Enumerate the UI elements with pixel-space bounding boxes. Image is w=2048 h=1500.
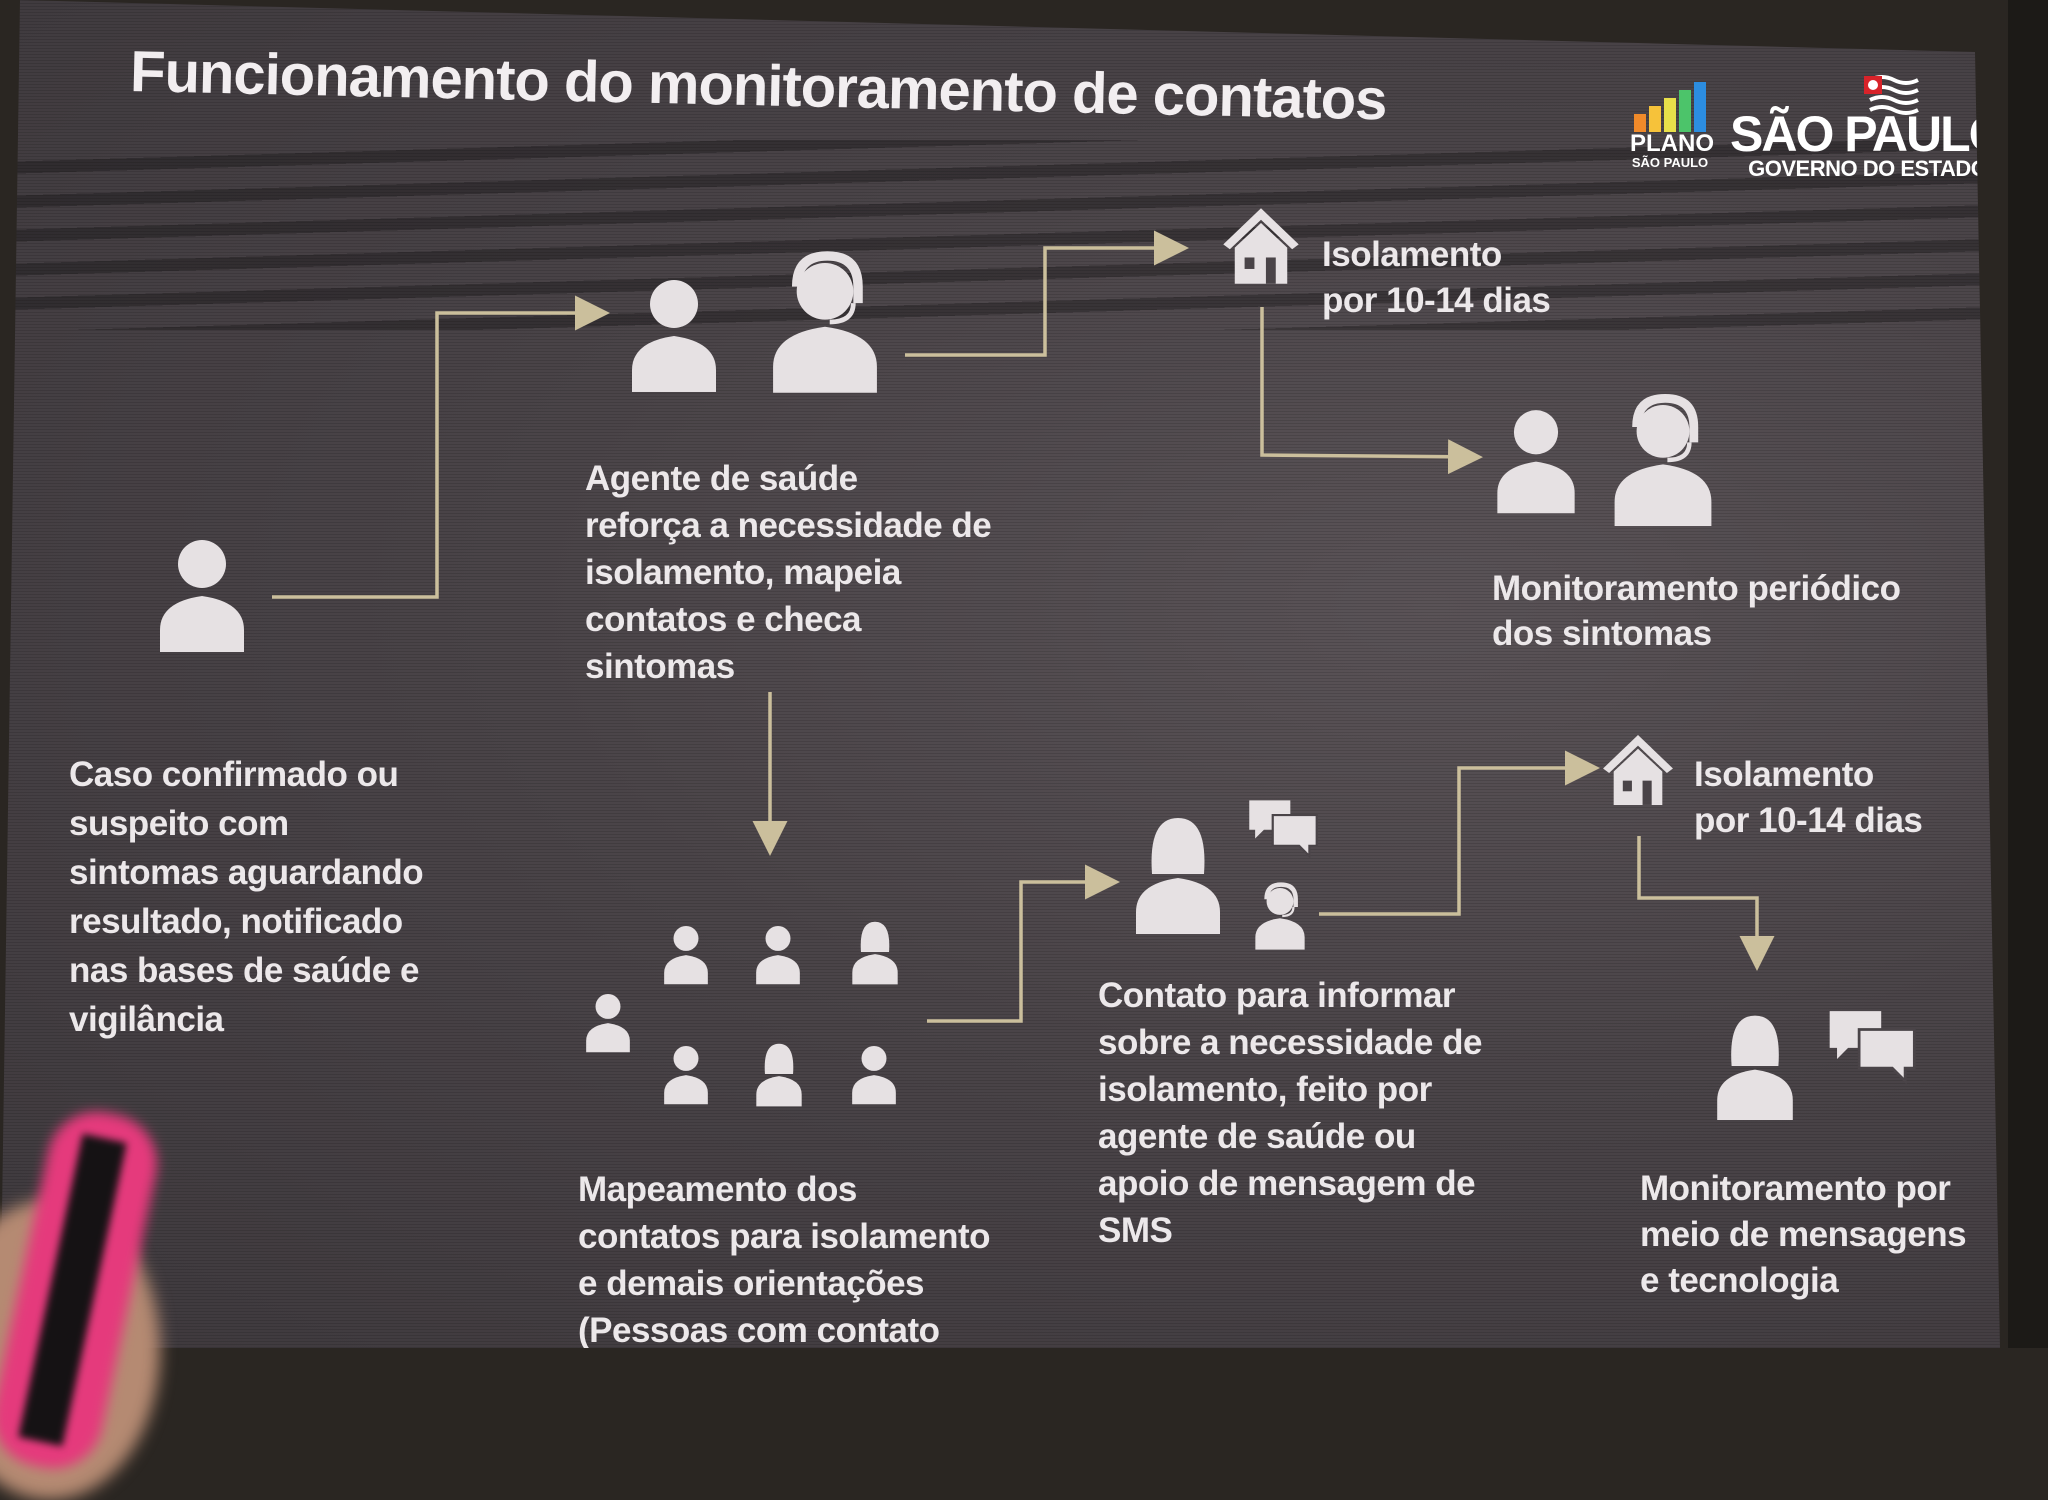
arrow-isolation-to-messages — [1637, 836, 1775, 971]
text-line: contatos para isolamento — [578, 1217, 990, 1256]
text-line: e tecnologia — [1640, 1261, 1839, 1300]
plano-bars-icon — [1630, 82, 1710, 132]
house-icon — [1223, 208, 1299, 284]
text-line: resultado, notificado — [69, 902, 403, 941]
plano-logo-text: PLANO — [1630, 130, 1714, 157]
arrow-mapping-to-contact — [927, 864, 1120, 1023]
step-monitoring2-text: Monitoramento por meio de mensagens e tecn… — [1640, 1166, 1967, 1304]
contact-person-icon — [664, 1045, 708, 1105]
text-line: Mapeamento dos — [578, 1170, 857, 1209]
text-line: reforça a necessidade de — [585, 506, 992, 545]
step-agent-text: Agente de saúde reforça a necessidade de i… — [585, 455, 992, 690]
step-contact-text: Contato para informar sobre a necessidade… — [1098, 972, 1482, 1254]
step-isolation1-text: Isolamento por 10-14 dias — [1322, 232, 1551, 324]
text-line: sobre a necessidade de — [1098, 1023, 1482, 1062]
text-line: Isolamento — [1322, 235, 1502, 274]
contact-person-icon — [664, 925, 708, 985]
text-line: vigilância — [69, 1000, 224, 1039]
house-icon — [1603, 735, 1673, 805]
headset-agent-icon — [1254, 881, 1306, 951]
contact-woman-icon — [852, 921, 898, 985]
text-line: sintomas — [585, 647, 735, 686]
text-line: Isolamento — [1694, 755, 1874, 794]
step-mapping-text: Mapeamento dos contatos para isolamento e … — [578, 1166, 990, 1350]
headset-agent-icon — [1615, 394, 1712, 526]
arrow-agent-to-isolation — [905, 230, 1189, 357]
contact-person-icon — [756, 925, 800, 985]
contact-person-icon — [852, 1045, 896, 1105]
text-line: sintomas aguardando — [69, 853, 424, 892]
arrow-case-to-agent — [272, 295, 610, 599]
text-line: Caso confirmado ou — [69, 755, 399, 794]
text-line: suspeito com — [69, 804, 289, 843]
plano-bar — [1634, 114, 1646, 132]
text-line: Contato para informar — [1098, 976, 1456, 1015]
governo-sao-paulo-logo: SÃO PAULO GOVERNO DO ESTADO — [1730, 75, 2006, 181]
flow-connectors — [160, 208, 1916, 1120]
woman-agent-icon — [1136, 818, 1220, 934]
text-line: e demais orientações — [578, 1264, 924, 1303]
text-line: SMS — [1098, 1211, 1173, 1250]
header-bands — [0, 140, 2000, 330]
text-line: por 10-14 dias — [1322, 281, 1551, 320]
plano-sao-paulo-logo: PLANO SÃO PAULO — [1630, 82, 1714, 170]
health-agent-icon — [632, 280, 716, 392]
text-line: dos sintomas — [1492, 614, 1712, 653]
step-monitoring1-text: Monitoramento periódico dos sintomas — [1492, 566, 1901, 656]
plano-bar — [1649, 106, 1661, 132]
arrow-contact-to-isolation — [1319, 750, 1600, 916]
text-line: Monitoramento por — [1640, 1169, 1951, 1208]
patient-icon — [160, 540, 244, 652]
text-line: nas bases de saúde e — [69, 951, 419, 990]
presentation-screen: Funcionamento do monitoramento de contat… — [0, 0, 2006, 1348]
text-line: Agente de saúde — [585, 459, 858, 498]
plano-bar — [1664, 98, 1676, 132]
text-line: Monitoramento periódico — [1492, 569, 1901, 608]
screen-border — [2008, 0, 2048, 1348]
sp-logo-subtext: GOVERNO DO ESTADO — [1748, 156, 1988, 181]
text-line: meio de mensagens — [1640, 1215, 1967, 1254]
chat-bubbles-icon — [1248, 799, 1318, 858]
contact-person-icon — [586, 993, 630, 1053]
text-line: isolamento, mapeia — [585, 553, 901, 592]
plano-bar — [1679, 90, 1691, 132]
sao-paulo-flag-icon — [1864, 75, 1919, 115]
arrow-isolation-to-monitoring — [1260, 307, 1483, 475]
plano-bar — [1694, 82, 1706, 132]
text-line: contatos e checa — [585, 600, 862, 639]
text-line: por 10-14 dias — [1694, 801, 1923, 840]
health-agent-icon — [1497, 410, 1575, 514]
text-line: apoio de mensagem de — [1098, 1164, 1476, 1203]
step-case-text: Caso confirmado ou suspeito com sintomas a… — [69, 750, 424, 1044]
step-isolation2-text: Isolamento por 10-14 dias — [1694, 752, 1923, 844]
plano-logo-subtext: SÃO PAULO — [1631, 155, 1709, 170]
chat-bubbles-icon — [1828, 1009, 1916, 1083]
text-line: isolamento, feito por — [1098, 1070, 1432, 1109]
text-line: (Pessoas com contato — [578, 1311, 940, 1350]
headset-agent-icon — [773, 251, 877, 393]
sp-logo-text: SÃO PAULO — [1730, 106, 2006, 162]
text-line: agente de saúde ou — [1098, 1117, 1416, 1156]
woman-icon — [1717, 1015, 1793, 1120]
contact-woman-icon — [756, 1043, 802, 1107]
